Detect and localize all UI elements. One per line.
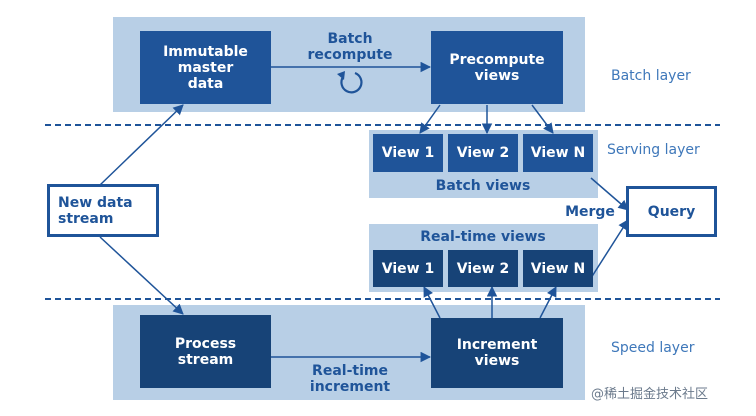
query-box: Query (626, 186, 717, 237)
batch-views-label: Batch views (435, 178, 531, 194)
batch-view-1: View 1 (373, 134, 443, 172)
realtime-increment-label: Real-time increment (309, 363, 391, 395)
batch-view-n: View N (523, 134, 593, 172)
speed-layer-label: Speed layer (611, 340, 695, 356)
realtime-view-1: View 1 (373, 250, 443, 287)
realtime-view-n: View N (523, 250, 593, 287)
realtime-views-label: Real-time views (420, 229, 546, 245)
immutable-master-data-box: Immutable master data (140, 31, 271, 104)
merge-label: Merge (565, 204, 615, 220)
watermark: @稀土掘金技术社区 (591, 387, 709, 402)
batch-view-2: View 2 (448, 134, 518, 172)
batch-recompute-label: Batch recompute (307, 31, 393, 63)
precompute-views-box: Precompute views (431, 31, 563, 104)
refresh-icon (337, 71, 363, 94)
process-stream-box: Process stream (140, 315, 271, 388)
batch-layer-label: Batch layer (611, 68, 691, 84)
new-data-stream-box: New data stream (47, 184, 159, 237)
realtime-view-2: View 2 (448, 250, 518, 287)
serving-layer-label: Serving layer (607, 142, 700, 158)
increment-views-box: Increment views (431, 318, 563, 388)
